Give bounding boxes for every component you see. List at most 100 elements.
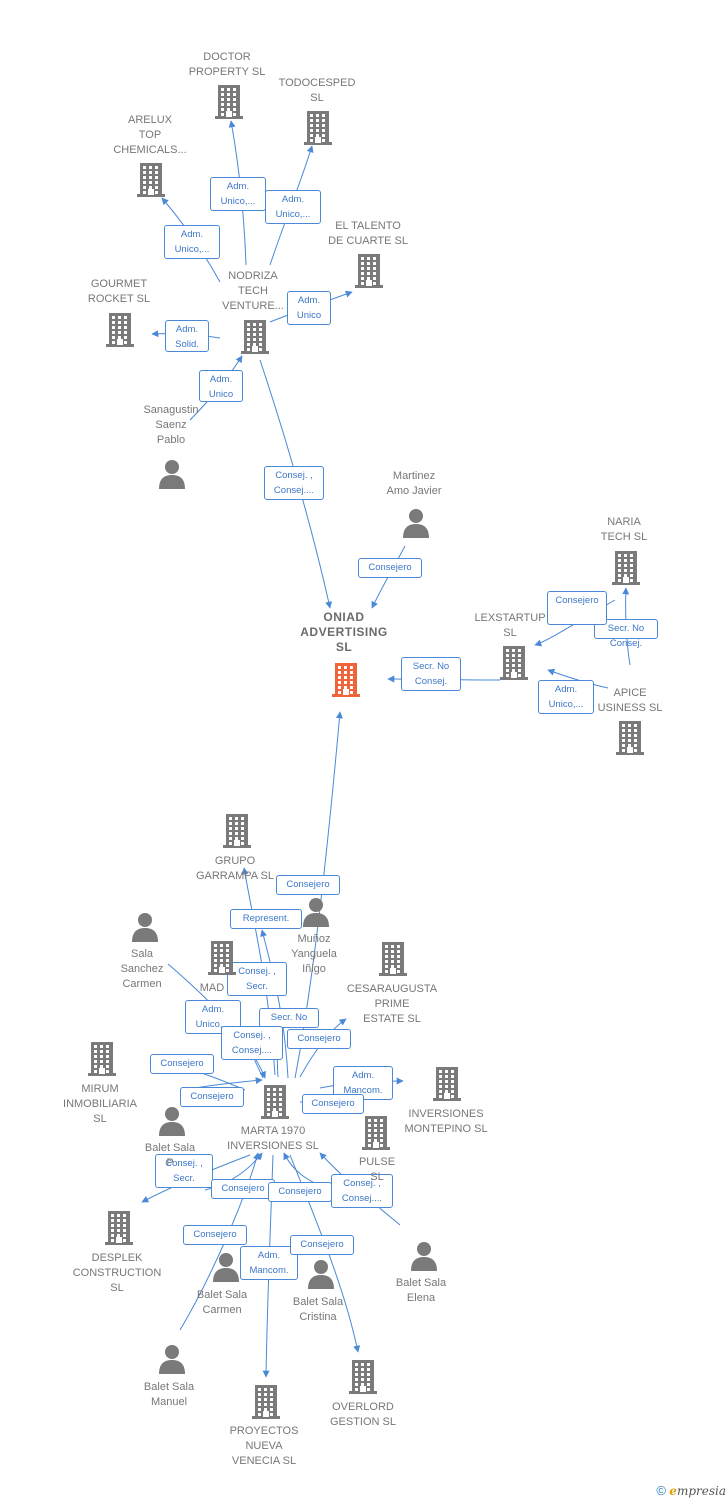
person-icon[interactable] [410,1241,438,1276]
node-marta[interactable]: MARTA 1970 INVERSIONES SL [203,1124,343,1154]
building-icon[interactable] [223,814,251,853]
relation-label[interactable]: Secr. No Consej. [401,657,461,691]
node-baletcristina[interactable]: Balet Sala Cristina [248,1295,388,1325]
relation-label[interactable]: Consejero [358,558,422,578]
relation-label[interactable]: Consejero [211,1179,275,1199]
node-todocesped[interactable]: TODOCESPED SL [247,76,387,106]
node-gourmet[interactable]: GOURMET ROCKET SL [49,277,189,307]
relation-label[interactable]: Consejero [150,1054,214,1074]
building-icon[interactable] [379,942,407,981]
building-icon[interactable] [355,254,383,293]
node-overlord[interactable]: OVERLORD GESTION SL [293,1400,433,1430]
relation-label[interactable]: Consej. , Consej.... [264,466,324,500]
building-icon[interactable] [261,1085,289,1124]
person-icon[interactable] [212,1252,240,1287]
person-icon[interactable] [158,1344,186,1379]
relation-label[interactable]: Consejero [276,875,340,895]
node-naria[interactable]: NARIA TECH SL [554,515,694,545]
person-icon[interactable] [131,912,159,947]
person-icon[interactable] [158,1106,186,1141]
relation-label[interactable]: Consej. , Consej.... [221,1026,283,1060]
node-label: Martinez Amo Javier [386,470,442,497]
node-cesaraugusta[interactable]: CESARAUGUSTA PRIME ESTATE SL [322,982,462,1027]
node-baletcarmen[interactable]: Balet Sala Carmen [152,1288,292,1318]
node-lexstartup[interactable]: LEXSTARTUP SL [440,611,580,641]
node-oniad[interactable]: ONIAD ADVERTISING SL [274,610,414,655]
node-label: NARIA TECH SL [600,516,648,543]
relation-label[interactable]: Secr. No [259,1008,319,1028]
node-talento[interactable]: EL TALENTO DE CUARTE SL [298,219,438,249]
relation-label[interactable]: Adm. Unico,... [265,190,321,224]
relation-label[interactable]: Adm. Unico,... [164,225,220,259]
building-icon[interactable] [304,111,332,150]
node-label: Balet Sala P [144,1142,196,1169]
building-icon[interactable] [616,721,644,760]
node-label: Sala Sanchez Carmen [120,948,164,990]
relation-label[interactable]: Consej. , Secr. [227,962,287,996]
node-salasanchez[interactable]: Sala Sanchez Carmen [72,947,212,992]
relation-label[interactable]: Consejero [287,1029,351,1049]
relation-label[interactable]: Consejero [290,1235,354,1255]
node-label: Balet Sala Cristina [292,1296,344,1323]
person-icon[interactable] [302,897,330,932]
building-icon[interactable] [137,163,165,202]
relation-edge [289,1154,361,1353]
building-icon[interactable] [349,1360,377,1399]
copyright-symbol: © [656,1483,666,1498]
node-baletelena[interactable]: Balet Sala Elena [351,1276,491,1306]
relation-label[interactable]: Secr. No Consej. [594,619,658,649]
node-pulse[interactable]: PULSE SL [307,1155,447,1185]
relation-label[interactable]: Consej. , Secr. [155,1154,213,1188]
building-icon[interactable] [215,85,243,124]
building-icon[interactable] [208,941,236,980]
node-mad[interactable]: MAD [142,981,282,996]
node-baletmanuel[interactable]: Balet Sala Manuel [99,1380,239,1410]
relation-label[interactable]: Adm. Unico [287,291,331,325]
building-icon[interactable] [612,551,640,590]
relation-label[interactable]: Adm. Mancom. [240,1246,298,1280]
relation-label[interactable]: Adm. Unico,... [538,680,594,714]
building-icon[interactable] [106,313,134,352]
node-sanagustin[interactable]: Sanagustin Saenz Pablo [101,403,241,448]
node-label: ARELUX TOP CHEMICALS... [113,114,187,156]
building-icon[interactable] [241,320,269,359]
node-arelux[interactable]: ARELUX TOP CHEMICALS... [80,113,220,158]
person-icon[interactable] [307,1259,335,1294]
building-icon[interactable] [88,1042,116,1081]
node-doctor[interactable]: DOCTOR PROPERTY SL [157,50,297,80]
relation-label[interactable]: Represent. [230,909,302,929]
node-label: MIRUM INMOBILIARIA SL [63,1083,137,1125]
person-icon[interactable] [158,459,186,494]
relation-label[interactable]: Consejero [268,1182,332,1202]
node-apice[interactable]: APICE USINESS SL [560,686,700,716]
building-icon[interactable] [362,1116,390,1155]
node-martinez[interactable]: Martinez Amo Javier [344,469,484,499]
node-munoz[interactable]: Muñoz Yanguela Iñigo [244,932,384,977]
building-icon[interactable] [252,1385,280,1424]
node-nodriza[interactable]: NODRIZA TECH VENTURE... [183,269,323,314]
node-baletsalap[interactable]: Balet Sala P [100,1141,240,1171]
relation-edge [260,929,289,1079]
relation-label[interactable]: Consejero [302,1094,364,1114]
relation-label[interactable]: Consejero [183,1225,247,1245]
relation-label[interactable]: Adm. Unico [199,370,243,402]
node-label: NODRIZA TECH VENTURE... [222,270,284,312]
building-icon[interactable] [105,1211,133,1250]
building-icon[interactable] [433,1067,461,1106]
relation-label[interactable]: Consejero [180,1087,244,1107]
node-desplek[interactable]: DESPLEK CONSTRUCTION SL [47,1251,187,1296]
person-icon[interactable] [402,508,430,543]
node-montepino[interactable]: INVERSIONES MONTEPINO SL [376,1107,516,1137]
relation-label[interactable]: Consejero [547,591,607,625]
node-garrampa[interactable]: GRUPO GARRAMPA SL [165,854,305,884]
node-mirum[interactable]: MIRUM INMOBILIARIA SL [30,1082,170,1127]
node-label: PROYECTOS NUEVA VENECIA SL [229,1425,299,1467]
node-label: CESARAUGUSTA PRIME ESTATE SL [346,983,438,1025]
relation-label[interactable]: Adm. Unico,... [210,177,266,211]
building-icon[interactable] [332,663,360,702]
relation-label[interactable]: Consej. , Consej.... [331,1174,393,1208]
relation-label[interactable]: Adm. Solid. [165,320,209,352]
node-proyectos[interactable]: PROYECTOS NUEVA VENECIA SL [194,1424,334,1469]
building-icon[interactable] [500,646,528,685]
